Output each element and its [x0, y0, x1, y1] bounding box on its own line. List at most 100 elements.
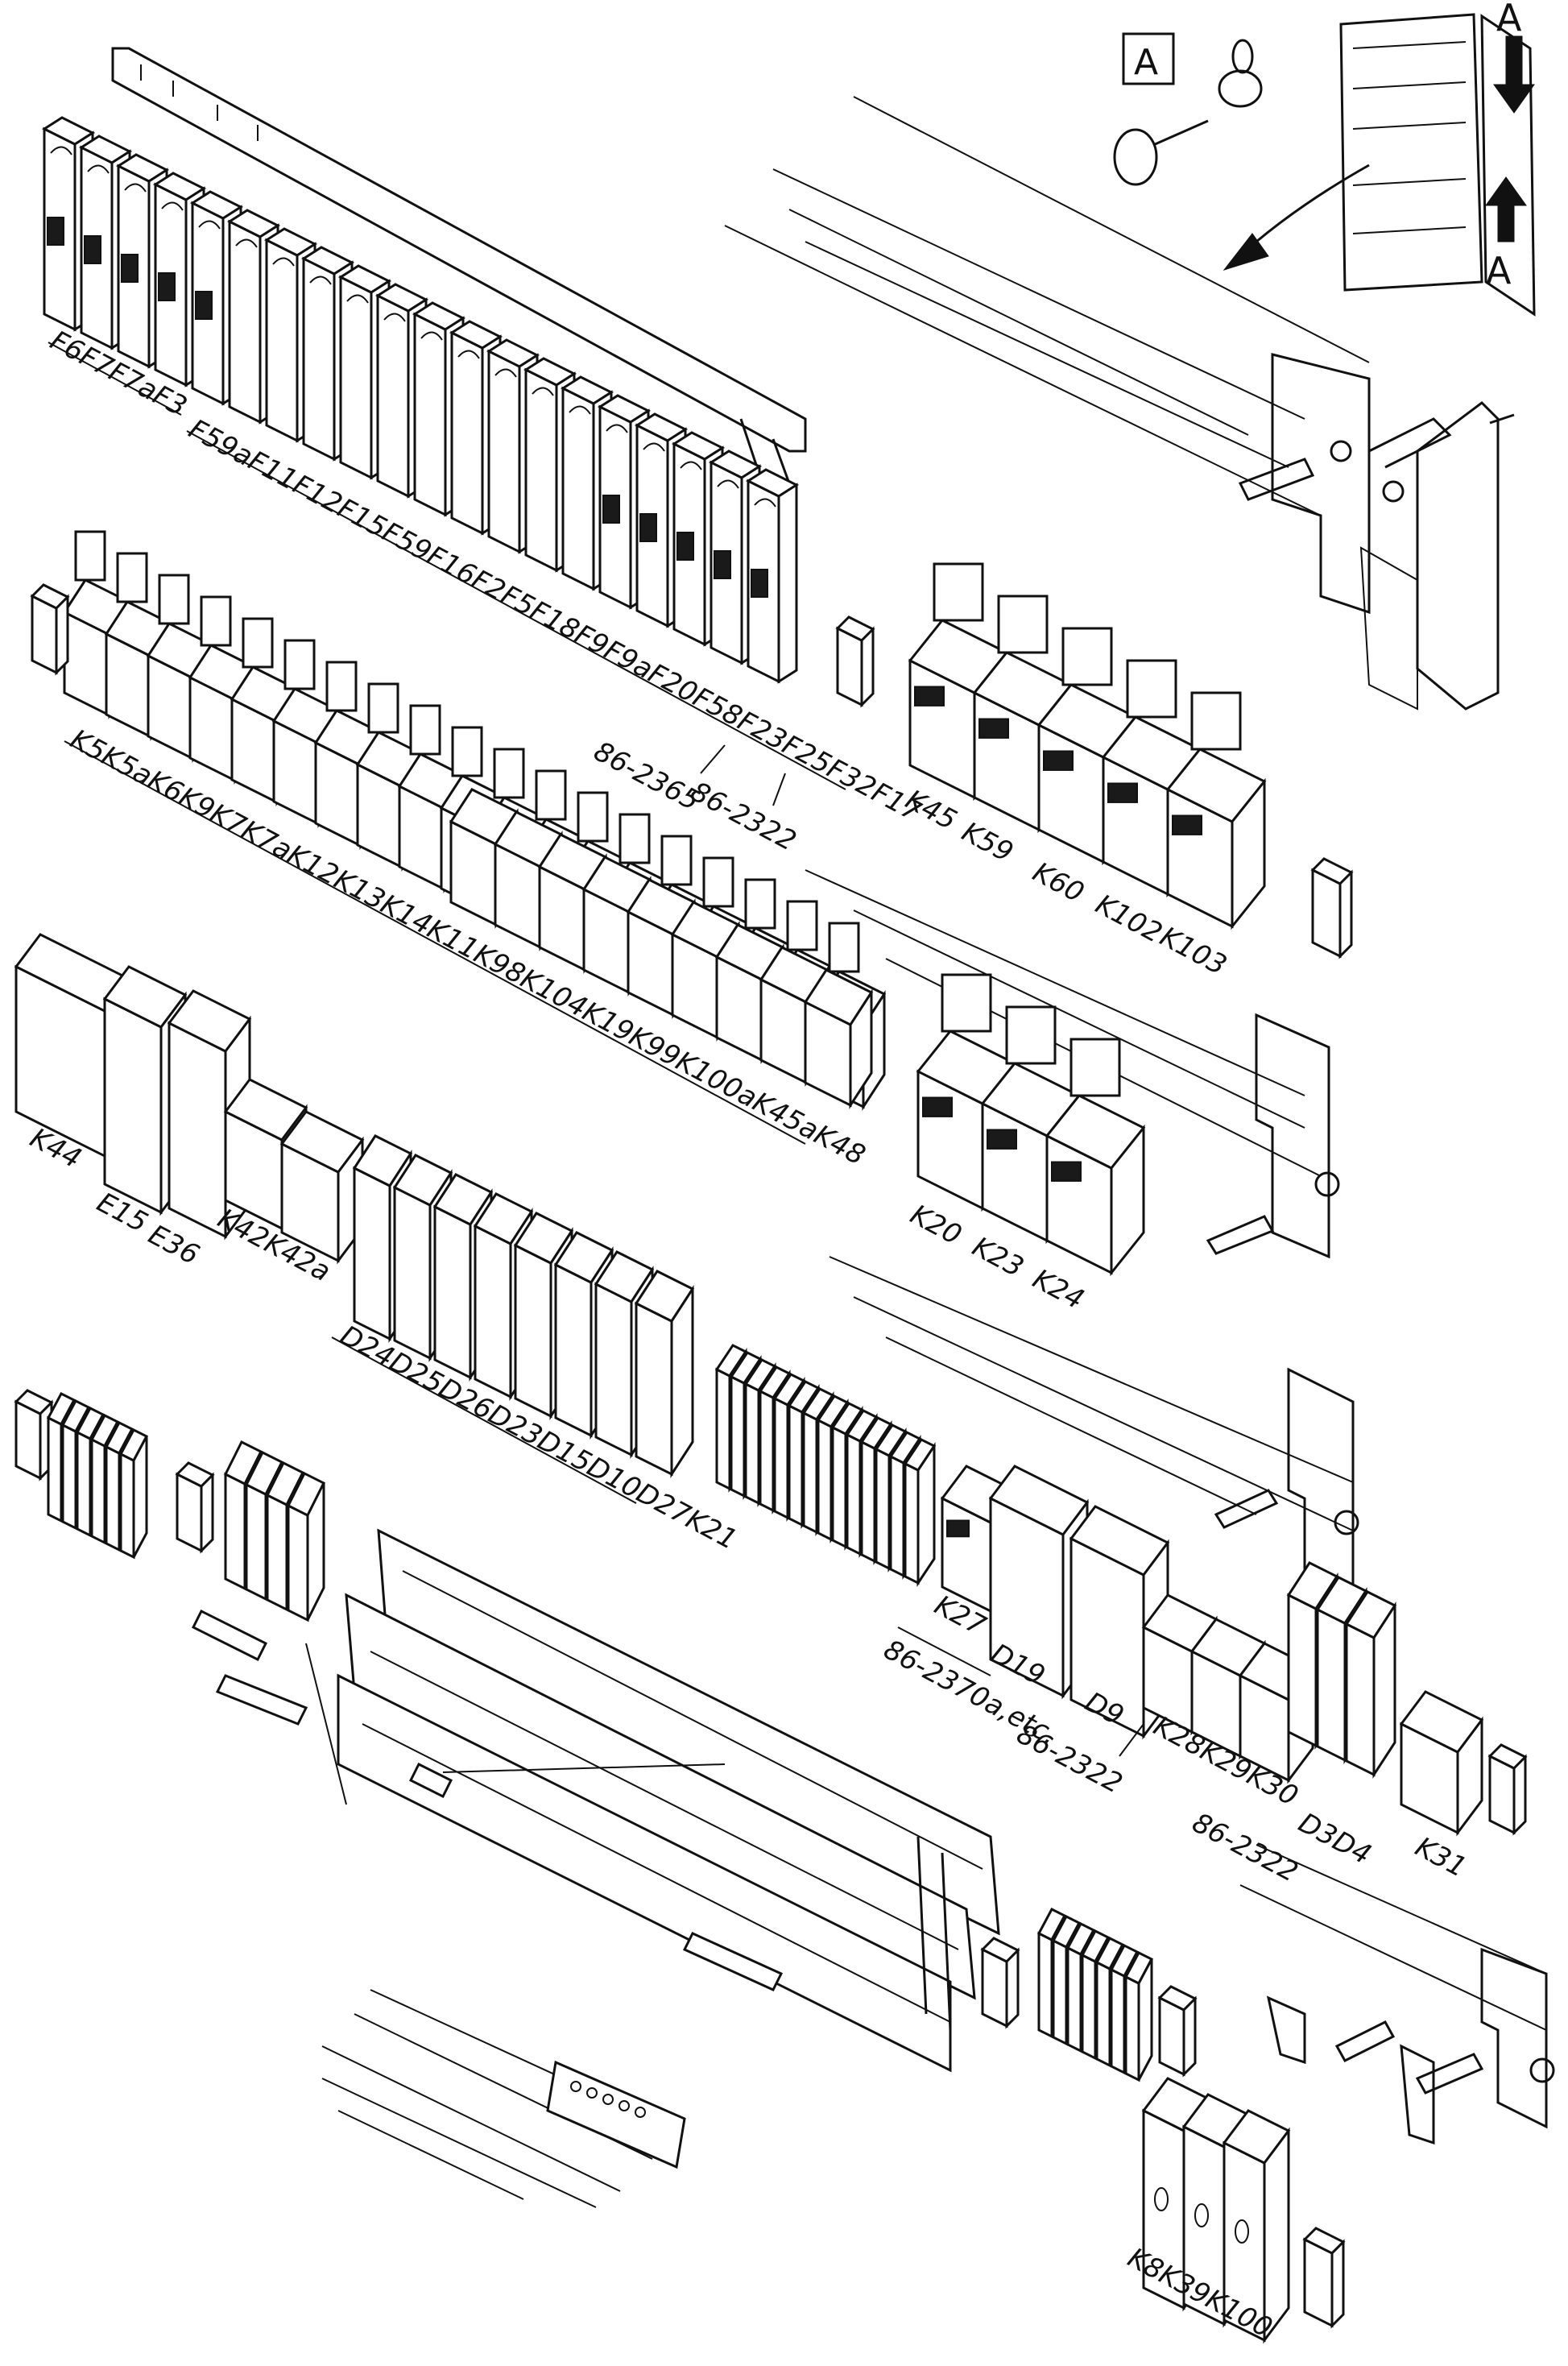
label-d3-d4: D3D4 [1293, 1807, 1376, 1871]
label-k20: K20 [905, 1199, 967, 1252]
arrow-a-top-label: A [1496, 0, 1522, 39]
fuse-switch [121, 254, 139, 283]
fuse-rail [111, 47, 807, 484]
relay-socket [242, 617, 274, 669]
relay-socket [158, 574, 190, 625]
label-k59: K59 [957, 816, 1019, 869]
end-clamp [14, 1389, 54, 1481]
view-a-inset: A A A [1113, 0, 1536, 317]
relay-socket [451, 726, 483, 777]
relay-module [1045, 1094, 1146, 1277]
fuse-switch [47, 217, 64, 246]
fuse-switch [676, 532, 694, 561]
terminal [903, 1438, 937, 1587]
relay-socket [997, 595, 1049, 654]
relay-window [1154, 2187, 1169, 2211]
relay-socket [1061, 627, 1113, 686]
relay-socket [200, 595, 232, 647]
diode-module-row [352, 1134, 695, 1479]
label-e36: E36 [143, 1219, 205, 1272]
relay-socket [116, 552, 148, 603]
end-clamp [175, 1461, 215, 1554]
relay-socket [577, 791, 609, 843]
lower-rail-assembly [1239, 1844, 1555, 2145]
screw-icon [1206, 1215, 1275, 1255]
relay-block-right-2 [916, 973, 1146, 1277]
terminal [118, 1428, 149, 1560]
part-number-86-2322-c: 86-2322 [1187, 1807, 1303, 1889]
fuse-holder [115, 153, 170, 369]
lower-left-modules [14, 1389, 326, 1622]
fuse-switch [195, 291, 213, 320]
relay-socket [1005, 1005, 1057, 1065]
terminal [286, 1471, 326, 1622]
bus-bars [191, 1609, 784, 1991]
label-k23: K23 [967, 1231, 1029, 1284]
relay-window [1194, 2203, 1209, 2227]
label-k103: K103 [1155, 921, 1232, 982]
relay-socket [619, 813, 651, 864]
fuse-switch [84, 235, 101, 264]
view-marker-box [1122, 32, 1175, 85]
relay-socket [933, 562, 984, 622]
end-clamp [1302, 2227, 1346, 2329]
relay-module [1165, 748, 1267, 930]
end-clamp [1487, 1743, 1528, 1836]
relay-socket [409, 704, 441, 756]
screw-icon [1334, 2020, 1396, 2062]
end-clamp [835, 615, 875, 708]
terminal [1123, 1951, 1154, 2082]
relay-window [1235, 2219, 1249, 2244]
relay-socket [1190, 691, 1242, 751]
fuse-block-row [41, 116, 800, 684]
end-clamp [1157, 1985, 1198, 2078]
arrow-a-top: A [1493, 0, 1535, 114]
relay-block-right-1 [908, 562, 1354, 959]
diode-module [634, 1270, 695, 1479]
left-block-2 [14, 788, 874, 1265]
relay-socket [786, 900, 818, 951]
fuse-switch [714, 550, 731, 579]
arrow-a-bottom: A [1485, 176, 1527, 292]
end-clamp [1310, 857, 1354, 959]
relay-k31 [1399, 1690, 1484, 1837]
relay-socket [493, 748, 525, 799]
screw-icon [1214, 1489, 1279, 1529]
label-k102: K102 [1090, 889, 1168, 950]
relay-socket [1126, 659, 1177, 719]
label-k31: K31 [1410, 1831, 1472, 1884]
relay-socket [367, 682, 399, 734]
relay-socket [1069, 1038, 1121, 1097]
connector-pins [570, 2081, 646, 2118]
fuse-switch [158, 272, 176, 301]
part-number-86-2322-b: 86-2322 [1012, 1718, 1127, 1800]
fuse-holder [152, 172, 207, 387]
label-k24: K24 [1028, 1263, 1090, 1316]
bottom-left-rails [321, 1989, 686, 2208]
fuse-switch [751, 569, 768, 598]
pointer-arrow [1223, 164, 1370, 271]
fuse-switch [639, 513, 657, 542]
relay-socket [941, 973, 992, 1033]
cable-duct [337, 1528, 1000, 2073]
relay-socket [325, 661, 358, 712]
fuse-holder [745, 468, 800, 684]
terminal-strip-center [714, 1344, 937, 1587]
fuse-switch [602, 495, 620, 524]
screw-icon [1238, 458, 1315, 501]
relay-socket [74, 530, 106, 582]
bottom-relay-trio [1141, 2077, 1346, 2344]
view-marker-label: A [1134, 42, 1158, 83]
relay-socket [660, 835, 693, 886]
relay-socket [828, 922, 860, 973]
relay-module [803, 968, 874, 1110]
relay-socket [744, 878, 776, 930]
diode-module [1344, 1590, 1397, 1780]
screw-icon [1415, 2053, 1484, 2095]
end-clamp [30, 583, 70, 676]
key-icon [1113, 39, 1263, 186]
relay-socket [535, 769, 567, 821]
relay-socket [702, 856, 734, 908]
part-number-86-2322-a: 86-2322 [685, 776, 801, 858]
